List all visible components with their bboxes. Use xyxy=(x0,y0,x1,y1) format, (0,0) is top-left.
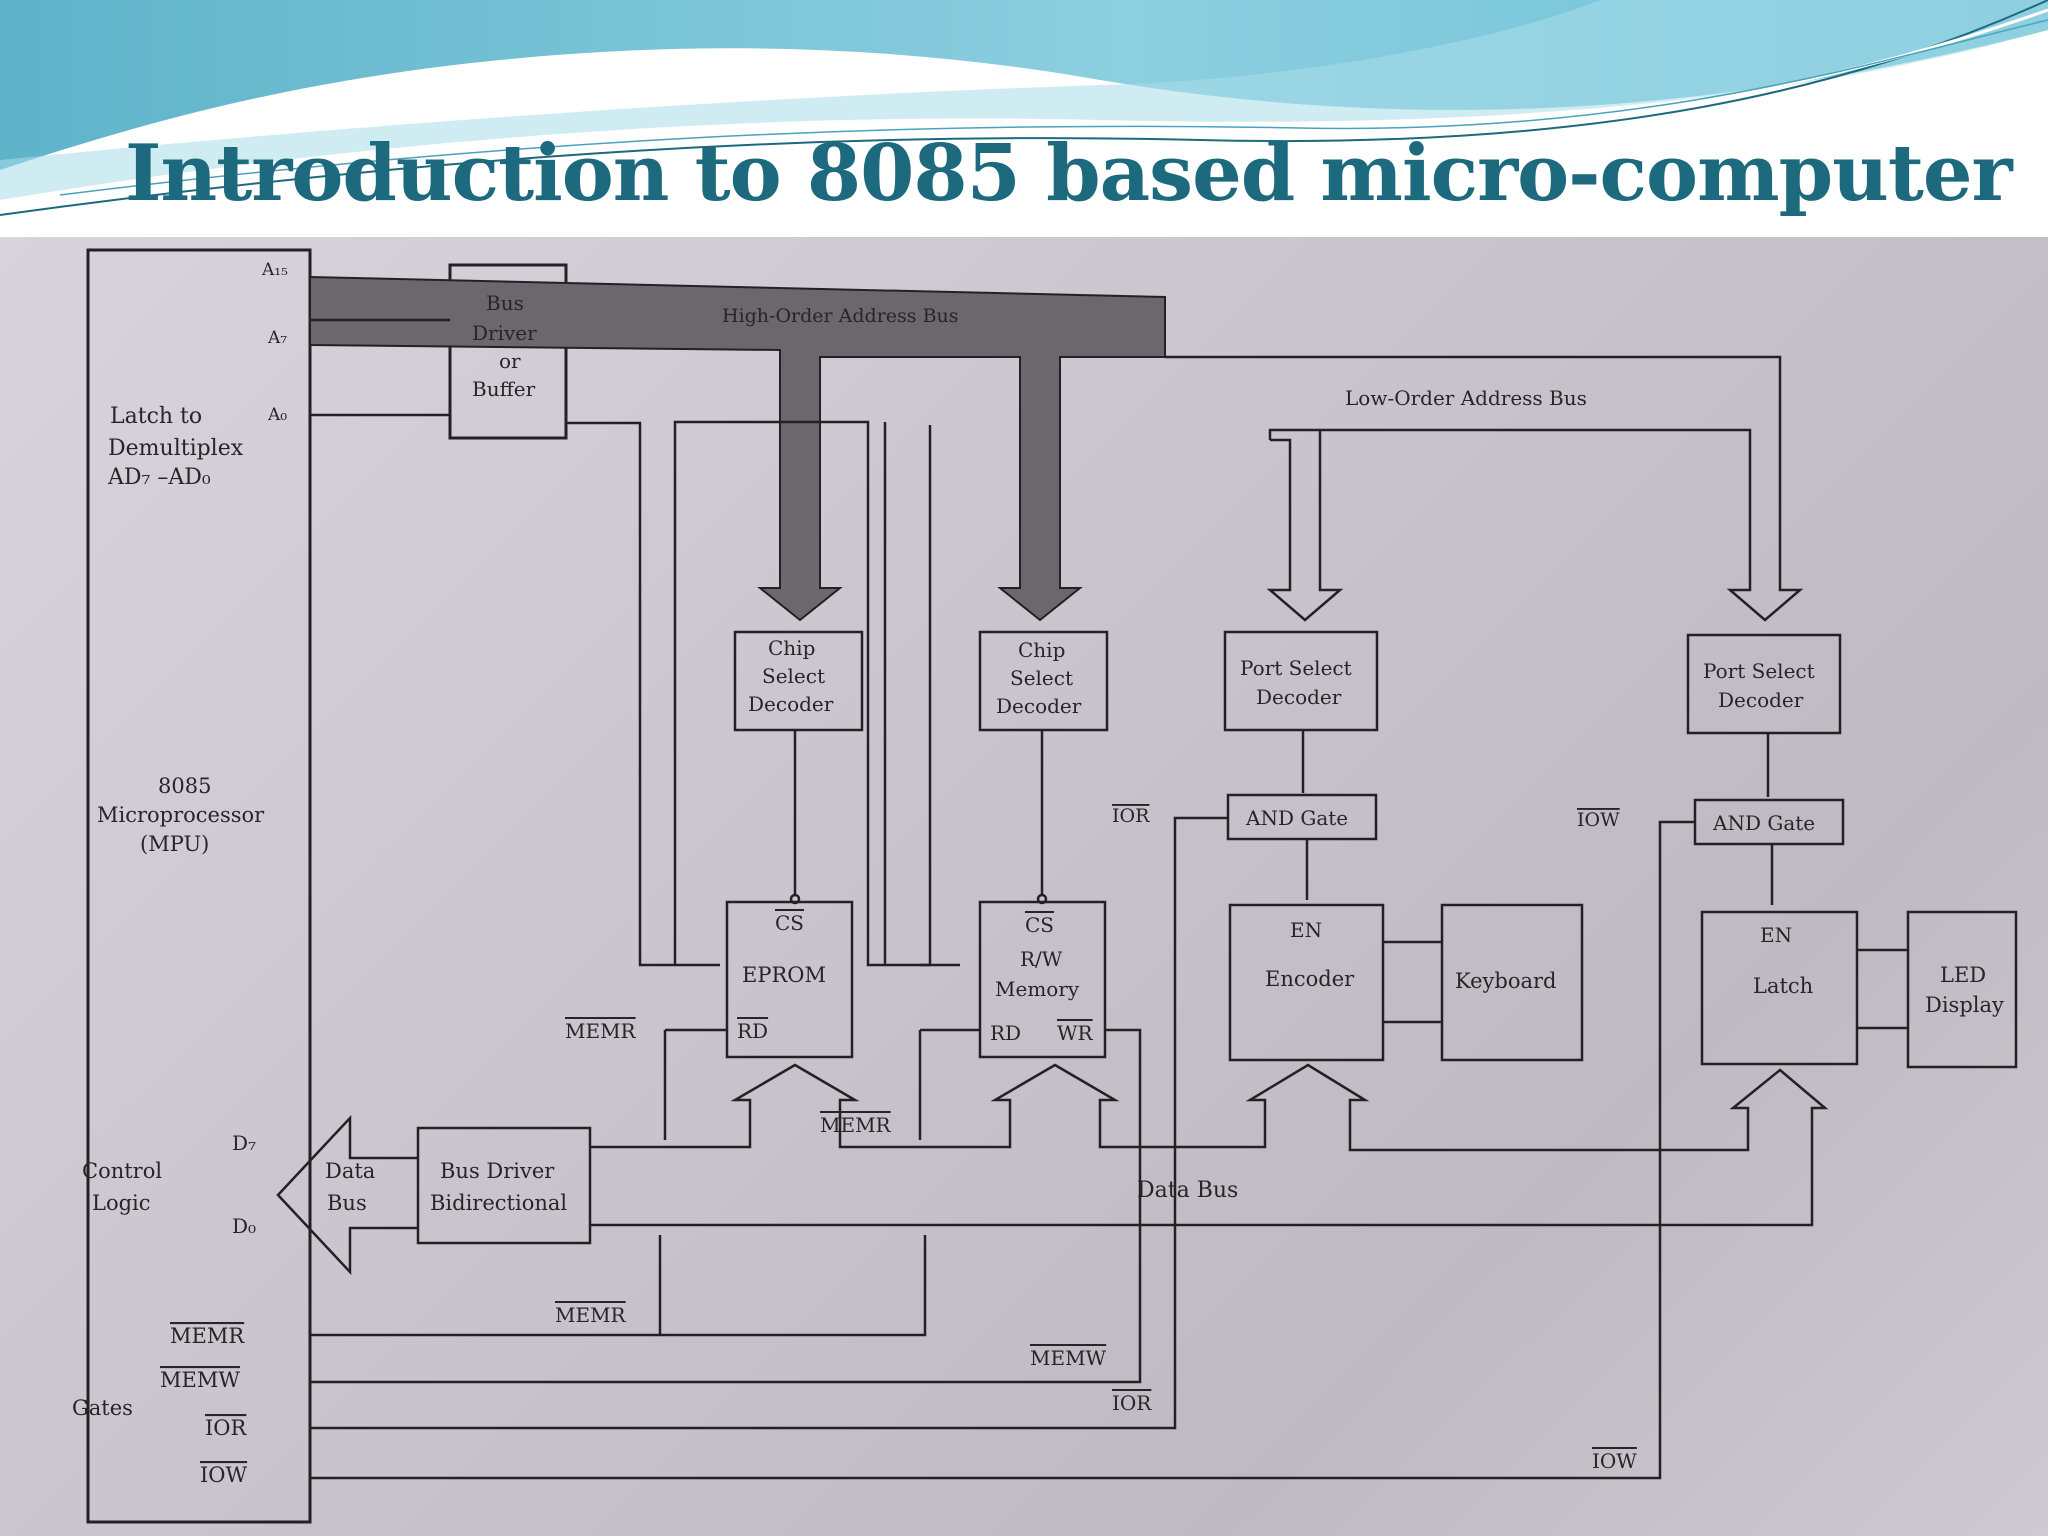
mpu-a7-label: A₇ xyxy=(267,328,287,348)
signal-memr-label-1: MEMR xyxy=(565,1019,637,1043)
keyboard-label: Keyboard xyxy=(1455,969,1557,993)
eprom-cs-label: CS xyxy=(775,911,804,935)
rw-memory-label-2: Memory xyxy=(995,977,1080,1001)
eprom-rd-label: RD xyxy=(737,1019,768,1043)
bus-driver-bidirectional-block xyxy=(416,1126,592,1245)
chip-decoder-1-label-2: Select xyxy=(762,664,825,688)
signal-memw-label: MEMW xyxy=(1030,1346,1107,1370)
mpu-latch-label-3: AD₇ –AD₀ xyxy=(107,465,211,490)
mpu-cpu-label-1: 8085 xyxy=(158,774,211,798)
latch-block xyxy=(1700,910,1859,1066)
latch-name-label: Latch xyxy=(1753,974,1813,998)
high-order-bus-label: High-Order Address Bus xyxy=(722,305,959,327)
slide-title: Introduction to 8085 based micro-compute… xyxy=(125,128,2013,219)
chip-decoder-2-label-1: Chip xyxy=(1018,638,1065,662)
signal-ior-label: IOR xyxy=(1112,805,1150,827)
signal-memr-label-2: MEMR xyxy=(820,1113,892,1137)
chip-decoder-2-label-2: Select xyxy=(1010,666,1073,690)
data-bus-arrow-label-1: Data xyxy=(325,1159,375,1183)
chip-decoder-1-label-1: Chip xyxy=(768,636,815,660)
bus-buffer-label-2: Driver xyxy=(472,321,537,345)
data-bus-label: Data Bus xyxy=(1137,1178,1238,1203)
bus-buffer-block xyxy=(448,263,568,440)
mpu-d0-label: D₀ xyxy=(232,1214,256,1238)
bus-buffer-label-1: Bus xyxy=(486,291,524,315)
led-label-2: Display xyxy=(1925,993,2004,1017)
bus-driver-label-2: Bidirectional xyxy=(430,1191,567,1215)
and-gate-1-label: AND Gate xyxy=(1245,806,1348,830)
rw-memory-label-1: R/W xyxy=(1020,947,1063,971)
encoder-en-label: EN xyxy=(1290,918,1322,942)
led-label-1: LED xyxy=(1940,963,1986,987)
mpu-latch-label-2: Demultiplex xyxy=(108,436,244,461)
low-order-bus-label: Low-Order Address Bus xyxy=(1345,386,1587,410)
port-select-decoder-1 xyxy=(1223,630,1379,732)
mpu-cpu-label-2: Microprocessor xyxy=(97,803,265,827)
keyboard-block xyxy=(1440,903,1584,1062)
data-bus-arrow-label-2: Bus xyxy=(327,1191,367,1215)
signal-iow-label-2: IOW xyxy=(1592,1449,1637,1473)
mpu-control-label-1: Control xyxy=(82,1159,162,1183)
port-decoder-2-label-1: Port Select xyxy=(1703,659,1815,683)
signal-memr-label-3: MEMR xyxy=(555,1303,627,1327)
chip-decoder-2-label-3: Decoder xyxy=(996,694,1082,718)
rw-memory-cs-label: CS xyxy=(1025,913,1054,937)
chip-decoder-1-label-3: Decoder xyxy=(748,692,834,716)
mpu-cpu-label-3: (MPU) xyxy=(140,832,209,856)
rw-memory-wr-label: WR xyxy=(1057,1021,1094,1045)
encoder-block xyxy=(1228,903,1385,1062)
mpu-memw-label: MEMW xyxy=(160,1368,240,1392)
mpu-a15-label: A₁₅ xyxy=(261,260,288,280)
port-decoder-1-label-1: Port Select xyxy=(1240,656,1352,680)
port-decoder-2-label-2: Decoder xyxy=(1718,688,1804,712)
rw-memory-rd-label: RD xyxy=(990,1021,1021,1045)
mpu-memr-label: MEMR xyxy=(170,1324,245,1348)
mpu-iow-label: IOW xyxy=(200,1463,248,1487)
microcomputer-block-diagram: A₁₅ A₇ A₀ Latch to Demultiplex AD₇ –AD₀ … xyxy=(72,248,2018,1524)
signal-ior-label-2: IOR xyxy=(1112,1391,1152,1415)
mpu-d7-label: D₇ xyxy=(232,1131,256,1155)
eprom-name-label: EPROM xyxy=(742,963,826,987)
mpu-a0-label: A₀ xyxy=(267,405,287,425)
signal-iow-label: IOW xyxy=(1577,809,1620,831)
port-decoder-1-label-2: Decoder xyxy=(1256,685,1342,709)
chip-select-decoder-2 xyxy=(978,630,1109,732)
high-order-address-bus xyxy=(309,275,1166,622)
mpu-latch-label-1: Latch to xyxy=(110,404,202,429)
slide-header-waves xyxy=(0,0,2048,240)
bus-buffer-label-4: Buffer xyxy=(472,377,536,401)
bus-buffer-label-3: or xyxy=(499,349,521,373)
latch-en-label: EN xyxy=(1760,923,1792,947)
mpu-control-label-2: Logic xyxy=(92,1191,151,1215)
mpu-ior-label: IOR xyxy=(205,1416,248,1440)
encoder-name-label: Encoder xyxy=(1265,967,1355,991)
bus-driver-label-1: Bus Driver xyxy=(440,1159,555,1183)
led-display-block xyxy=(1906,910,2018,1069)
eprom-block xyxy=(725,900,854,1059)
and-gate-2-label: AND Gate xyxy=(1712,811,1815,835)
mpu-block xyxy=(86,248,312,1524)
port-select-decoder-2 xyxy=(1686,633,1842,735)
chip-select-decoder-1 xyxy=(733,630,864,732)
mpu-gates-label: Gates xyxy=(72,1396,133,1420)
